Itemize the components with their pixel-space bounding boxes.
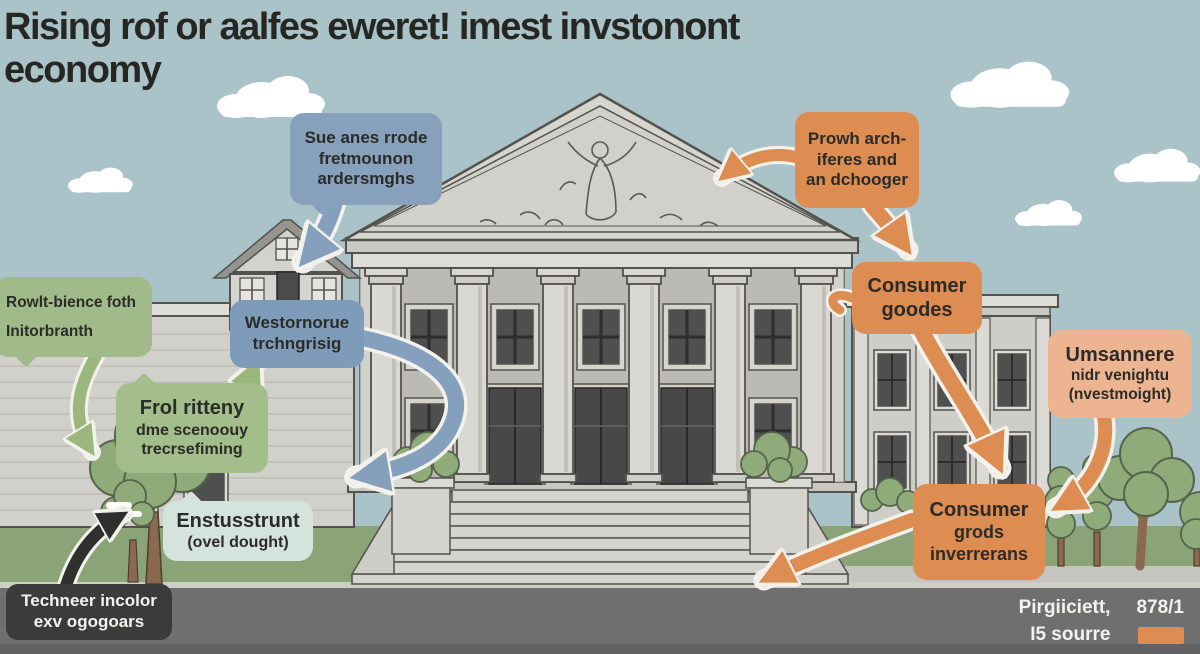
footer-credits: Pirgiiciett, 878/1 I5 sourre <box>1019 597 1184 646</box>
source-label: I5 sourre <box>1030 624 1111 645</box>
page-title: Rising rof or aalfes eweret! imest invst… <box>4 6 740 93</box>
credit-value: 878/1 <box>1136 597 1184 618</box>
callout-info-method: Sue anes rrode fretmounon ardersmghs <box>290 113 442 205</box>
arrow-goods-curl <box>828 290 857 315</box>
callout-consumer-investors: Consumer grods inverrerans <box>913 484 1045 580</box>
arrow-goods-to-investors <box>914 324 1000 468</box>
callout-investment-level: Enstusstrunt (ovel dought) <box>163 501 313 561</box>
callout-technology-color: Techneer incolor exv ogogoars <box>6 584 172 640</box>
arrow-prowh-to-pediment <box>722 155 806 178</box>
pediment-relief-icon <box>479 141 719 227</box>
arrow-investment-to-investors <box>1056 409 1113 508</box>
callout-consumer-goods: Consumer goodes <box>852 262 982 334</box>
road <box>0 588 1200 654</box>
arrow-info-to-house <box>303 190 336 262</box>
arrow-prowh-to-goods <box>864 198 908 250</box>
callout-free-economy: Frol ritteny dme scenoouy trecrsefiming <box>116 383 268 473</box>
steps <box>350 489 850 585</box>
arrow-investors-to-street <box>764 513 919 587</box>
entrance-doors <box>484 383 718 485</box>
credit-label: Pirgiiciett, <box>1018 597 1111 618</box>
callout-growth-archives: Prowh arch- iferes and an dchooger <box>795 112 919 208</box>
title-line-2: economy <box>4 49 162 92</box>
legend-color-swatch <box>1138 626 1184 644</box>
arrow-tech-to-building <box>352 328 465 477</box>
callout-growth-science: Rowlt-bience foth Initorbranth <box>0 277 152 357</box>
callout-western-tech: Westornorue trchngrisig <box>230 300 364 368</box>
callout-investment: Umsannere nidr venightu (nvestmoight) <box>1048 330 1192 418</box>
title-line-1: Rising rof or aalfes eweret! imest invst… <box>4 6 740 48</box>
curb <box>0 582 1200 590</box>
arrow-science-down <box>79 350 102 452</box>
